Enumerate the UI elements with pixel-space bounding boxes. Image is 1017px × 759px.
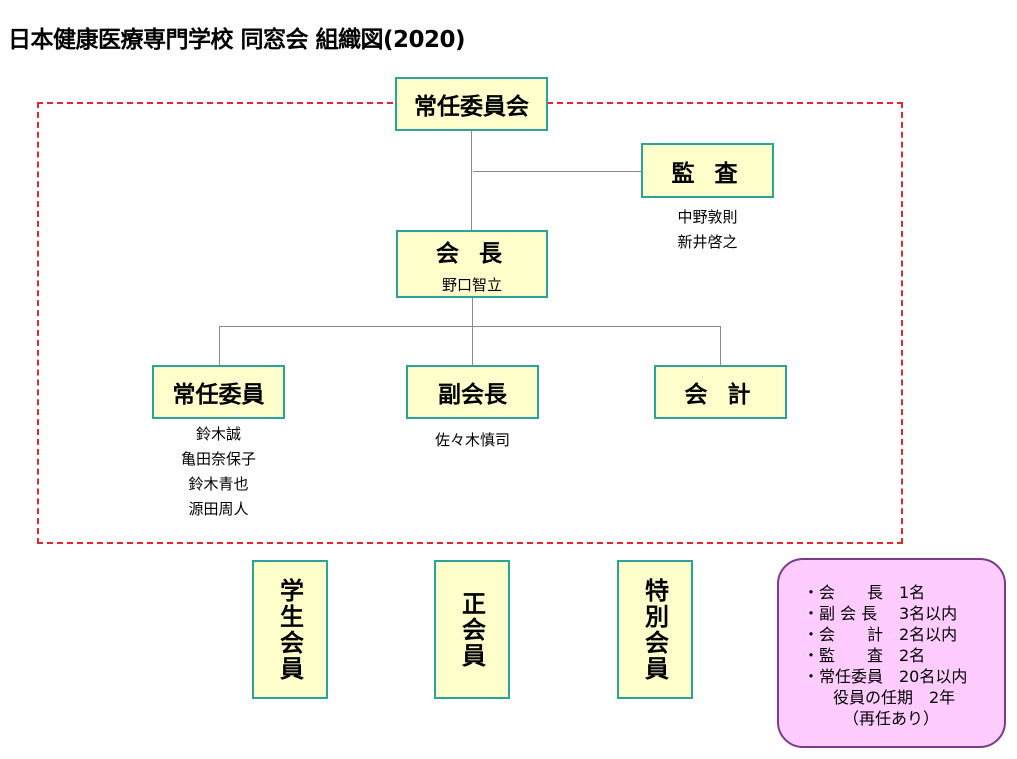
connector-president-branch — [472, 297, 473, 326]
standing-member-label: 常任委員 — [172, 382, 265, 408]
note-row: ・会 計 2名以内 — [803, 624, 1004, 645]
connector-vice-president — [472, 326, 473, 366]
connector-standing-member — [219, 326, 220, 366]
special-member-label: 特別会員 — [640, 577, 669, 682]
note-role: ・副 会 長 — [803, 604, 878, 623]
president-name: 野口智立 — [441, 275, 502, 294]
page-title: 日本健康医療専門学校 同窓会 組織図(2020) — [8, 27, 466, 53]
note-count: 20名以内 — [899, 667, 968, 686]
note-role: ・監 査 — [803, 646, 884, 665]
note-count: 1名 — [899, 583, 926, 602]
president-label: 会 長 — [435, 240, 508, 267]
standing-member-name: 鈴木誠 — [195, 425, 241, 443]
connector-committee-president — [471, 130, 472, 231]
accountant-box: 会 計 — [654, 365, 787, 419]
standing-committee-label: 常任委員会 — [414, 94, 529, 120]
note-role: ・会 計 — [803, 625, 884, 644]
note-term: 役員の任期 2年 — [833, 688, 956, 707]
standing-member-name: 源田周人 — [188, 500, 249, 518]
standing-member-name: 亀田奈保子 — [180, 450, 256, 468]
vice-president-names: 佐々木慎司 — [406, 428, 539, 453]
note-count: 3名以内 — [899, 604, 958, 623]
regular-member-label: 正会員 — [457, 590, 486, 669]
note-row: ・監 査 2名 — [803, 645, 1004, 666]
connector-auditor — [473, 171, 642, 172]
vice-president-name: 佐々木慎司 — [434, 431, 510, 449]
auditor-box: 監 査 — [641, 143, 774, 198]
note-count: 2名 — [899, 646, 926, 665]
student-member-box: 学生会員 — [252, 560, 328, 699]
vice-president-box: 副会長 — [406, 365, 539, 419]
auditor-name: 新井啓之 — [677, 233, 738, 251]
standing-member-box: 常任委員 — [152, 365, 285, 419]
standing-committee-box: 常任委員会 — [395, 77, 548, 131]
regular-member-box: 正会員 — [434, 560, 510, 699]
note-count: 2名以内 — [899, 625, 958, 644]
note-reappoint: （再任あり） — [843, 709, 940, 728]
auditor-names: 中野敦則 新井啓之 — [641, 205, 774, 255]
note-row: ・副 会 長 3名以内 — [803, 603, 1004, 624]
accountant-label: 会 計 — [684, 382, 757, 408]
president-box: 会 長 野口智立 — [396, 230, 548, 298]
connector-accountant — [720, 326, 721, 366]
student-member-label: 学生会員 — [275, 577, 304, 682]
standing-member-name: 鈴木青也 — [188, 475, 249, 493]
note-role: ・会 長 — [803, 583, 884, 602]
note-role: ・常任委員 — [803, 667, 884, 686]
auditor-label: 監 査 — [671, 160, 744, 187]
note-row: ・常任委員 20名以内 — [803, 666, 1004, 687]
connector-horizontal — [219, 326, 721, 327]
note-row: ・会 長 1名 — [803, 582, 1004, 603]
vice-president-label: 副会長 — [438, 382, 507, 408]
special-member-box: 特別会員 — [617, 560, 693, 699]
standing-member-names: 鈴木誠 亀田奈保子 鈴木青也 源田周人 — [152, 422, 285, 522]
officer-quota-note: ・会 長 1名 ・副 会 長 3名以内 ・会 計 2名以内 ・監 査 2名 ・常任委員 2… — [777, 558, 1006, 748]
auditor-name: 中野敦則 — [677, 208, 738, 226]
